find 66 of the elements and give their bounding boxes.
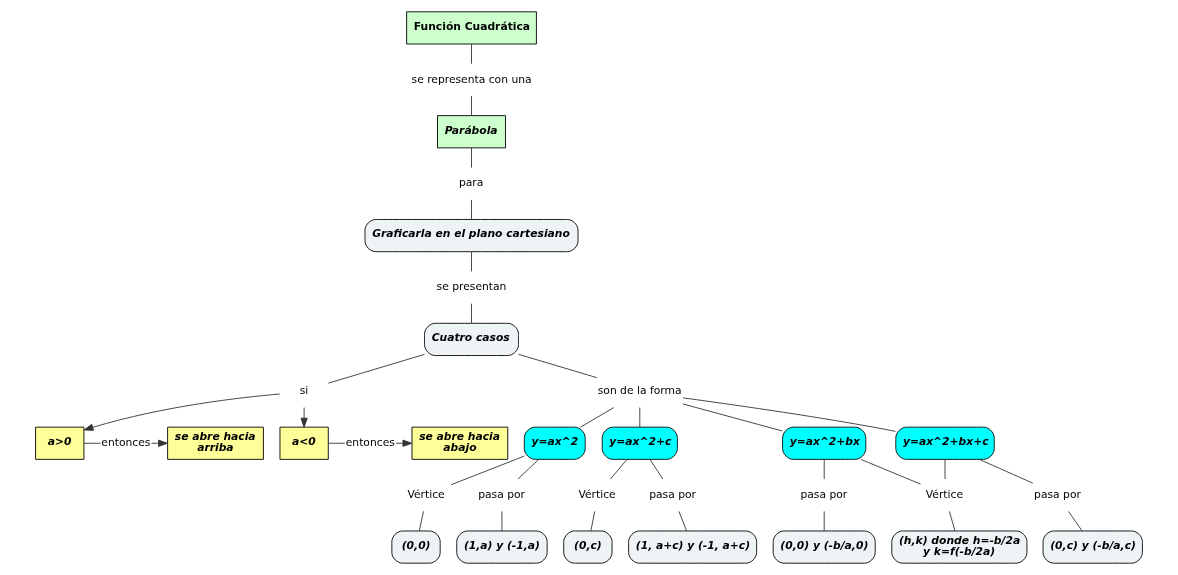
connector	[823, 459, 825, 480]
node-box: Parábola	[437, 115, 506, 149]
node-text: entonces	[345, 436, 395, 450]
connector	[471, 95, 472, 117]
node-box: se abre hacia arriba	[167, 426, 264, 460]
node-text: pasa por	[649, 487, 696, 501]
connector	[517, 459, 540, 480]
arrow	[395, 439, 413, 447]
connector	[649, 459, 664, 480]
node-text: Vértice	[407, 487, 445, 501]
node-box: a>0	[35, 426, 85, 460]
arrow	[83, 393, 281, 431]
arrow	[151, 439, 168, 447]
connector	[518, 353, 598, 379]
node-box: Graficarla en el plano cartesiano	[364, 219, 579, 253]
node-text: Vértice	[925, 487, 964, 501]
node-text: son de la forma	[597, 384, 682, 398]
arrow	[300, 407, 308, 428]
connector	[328, 353, 425, 384]
node-box: (0,0) y (-b/a,0)	[772, 530, 876, 564]
connector	[639, 407, 641, 428]
node-text: pasa por	[478, 487, 526, 501]
node-box: y=ax^2	[523, 426, 586, 460]
connector	[471, 43, 472, 65]
node-box: y=ax^2+c	[601, 426, 678, 460]
connector	[860, 459, 922, 485]
node-text: Vértice	[578, 487, 616, 501]
node-text: se presentan	[436, 280, 507, 294]
node-text: pasa por	[800, 487, 848, 501]
connector	[471, 251, 472, 272]
node-box: (0,c)	[563, 530, 613, 564]
node-box: (0,c) y (-b/a,c)	[1042, 530, 1143, 564]
connector	[823, 510, 825, 532]
node-box: Cuatro casos	[424, 322, 519, 356]
connector	[328, 442, 346, 444]
node-box: (1,a) y (-1,a)	[456, 530, 548, 564]
node-box: (h,k) donde h=-b/2a y k=f(-b/2a)	[891, 530, 1028, 564]
node-box: y=ax^2+bx	[782, 426, 867, 460]
node-box: (0,0)	[391, 530, 441, 564]
node-box: (1, a+c) y (-1, a+c)	[628, 530, 758, 564]
connector	[501, 510, 503, 532]
connector	[450, 455, 525, 486]
node-text: entonces	[101, 436, 151, 450]
connector	[682, 403, 783, 432]
node-text: se representa con una	[411, 72, 532, 86]
connector	[682, 397, 896, 432]
connector	[580, 407, 615, 428]
connector	[471, 303, 472, 324]
connector	[471, 199, 472, 220]
node-text: si	[299, 384, 309, 398]
connector	[948, 510, 956, 532]
connector	[418, 510, 424, 532]
connector	[678, 510, 688, 532]
connector	[471, 147, 472, 168]
connector	[610, 459, 628, 480]
node-box: se abre hacia abajo	[411, 426, 509, 460]
node-box: Función Cuadrática	[406, 11, 537, 45]
node-box: y=ax^2+bx+c	[895, 426, 995, 460]
connector	[590, 510, 596, 532]
connector	[1068, 510, 1083, 532]
connector	[944, 459, 946, 480]
connector	[979, 459, 1034, 484]
node-box: a<0	[279, 426, 329, 460]
node-text: pasa por	[1034, 487, 1081, 501]
connector	[83, 442, 101, 444]
node-text: para	[458, 176, 484, 190]
